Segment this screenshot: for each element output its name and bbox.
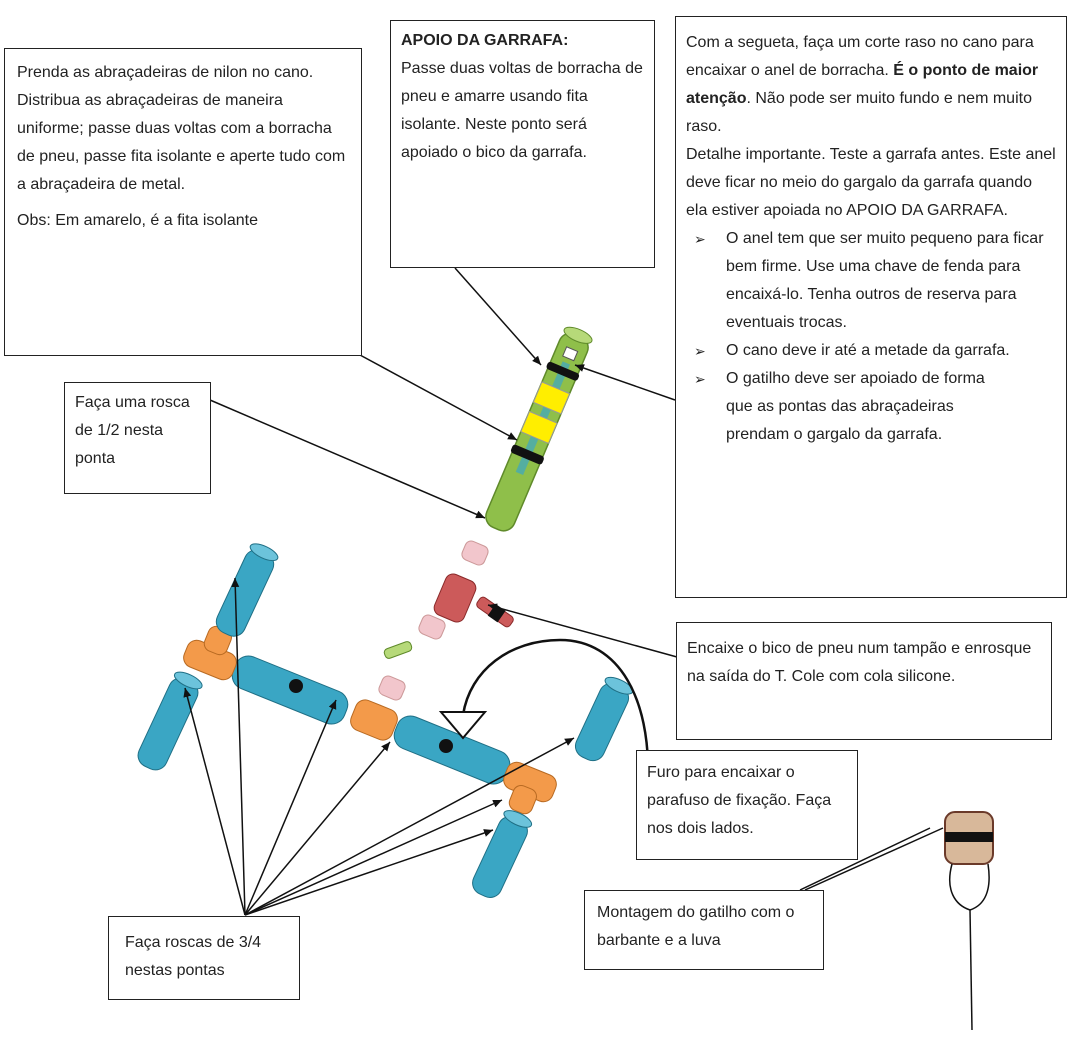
ring-cut-text-bold: É o ponto de maior atenção bbox=[686, 62, 1039, 107]
yellow-tape-2 bbox=[520, 410, 558, 445]
tire-valve bbox=[476, 596, 514, 628]
bottle-support-box: APOIO DA GARRAFA: Passe duas voltas de b… bbox=[390, 20, 655, 268]
arrow-bullet-icon: ➢ bbox=[694, 371, 706, 387]
hole-text: Furo para encaixar o parafuso de fixação… bbox=[647, 764, 832, 837]
ring-cut-text-post: . Não pode ser muito fundo e nem muito r… bbox=[686, 90, 1032, 135]
trigger-box: Montagem do gatilho com o barbante e a l… bbox=[584, 890, 824, 970]
ring-cut-bullet-2: ➢ O cano deve ir até a metade da garrafa. bbox=[686, 337, 1056, 365]
bottle-support-title: APOIO DA GARRAFA: bbox=[401, 32, 569, 49]
pink-coupling-mid bbox=[418, 614, 446, 640]
red-tee-fitting bbox=[433, 573, 514, 628]
ring-cut-bullet-3: ➢ O gatilho deve ser apoiado de forma que… bbox=[686, 365, 1056, 449]
valve-text: Encaixe o bico de pneu num tampão e enro… bbox=[687, 640, 1032, 685]
pink-coupling-top bbox=[461, 540, 489, 566]
leader-lines bbox=[183, 267, 944, 916]
clamps-instruction-box: Prenda as abraçadeiras de nilon no cano.… bbox=[4, 48, 362, 356]
ring-cut-paragraph: Com a segueta, faça um corte raso no can… bbox=[686, 29, 1056, 141]
fixing-hole-left bbox=[289, 679, 303, 693]
blue-end-pipe-1 bbox=[215, 543, 279, 637]
bottle-support-text: Passe duas voltas de borracha de pneu e … bbox=[401, 60, 643, 161]
bullet-text: O anel tem que ser muito pequeno para fi… bbox=[726, 230, 1044, 331]
curved-rotation-arrow bbox=[438, 638, 650, 779]
ring-cut-box: Com a segueta, faça um corte raso no can… bbox=[675, 16, 1067, 598]
hole-box: Furo para encaixar o parafuso de fixação… bbox=[636, 750, 858, 860]
thread-three-quarter-text: Faça roscas de 3/4 nestas pontas bbox=[125, 934, 262, 979]
blue-end-pipe-4 bbox=[472, 810, 533, 898]
ring-cut-bullet-1: ➢ O anel tem que ser muito pequeno para f… bbox=[686, 225, 1056, 337]
metal-clamp-bottom bbox=[510, 444, 544, 465]
valve-box: Encaixe o bico de pneu num tampão e enro… bbox=[676, 622, 1052, 740]
thread-half-box: Faça uma rosca de 1/2 nesta ponta bbox=[64, 382, 211, 494]
yellow-tape-1 bbox=[532, 381, 571, 415]
pink-coupling-low bbox=[378, 675, 406, 701]
arrow-bullet-icon: ➢ bbox=[694, 343, 706, 359]
metal-clamp-top bbox=[546, 361, 580, 381]
bullet-text: O cano deve ir até a metade da garrafa. bbox=[726, 342, 1010, 359]
thread-three-quarter-box: Faça roscas de 3/4 nestas pontas bbox=[108, 916, 300, 1000]
bullet-text: O gatilho deve ser apoiado de forma que … bbox=[726, 370, 985, 443]
trigger-assembly bbox=[944, 811, 994, 1031]
arrow-bullet-icon: ➢ bbox=[694, 231, 706, 247]
blue-end-pipe-3 bbox=[574, 676, 634, 762]
clamps-instruction-note: Obs: Em amarelo, é a fita isolante bbox=[17, 212, 258, 229]
blue-end-pipe-2 bbox=[137, 671, 203, 771]
blue-main-pipe bbox=[231, 655, 511, 785]
ring-cut-bullets: ➢ O anel tem que ser muito pequeno para f… bbox=[686, 225, 1056, 449]
green-pipe bbox=[485, 326, 593, 532]
orange-tee-center bbox=[350, 699, 398, 741]
clamps-instruction-text: Prenda as abraçadeiras de nilon no cano.… bbox=[17, 64, 346, 193]
green-small-fitting bbox=[383, 641, 413, 659]
fixing-hole-right bbox=[439, 739, 453, 753]
trigger-text: Montagem do gatilho com o barbante e a l… bbox=[597, 904, 795, 949]
ring-cut-text-pre: Com a segueta, faça um corte raso no can… bbox=[686, 34, 1034, 79]
ring-cut-detail: Detalhe importante. Teste a garrafa ante… bbox=[686, 146, 1056, 219]
thread-half-text: Faça uma rosca de 1/2 nesta ponta bbox=[75, 394, 190, 467]
orange-tee-right bbox=[503, 761, 557, 815]
